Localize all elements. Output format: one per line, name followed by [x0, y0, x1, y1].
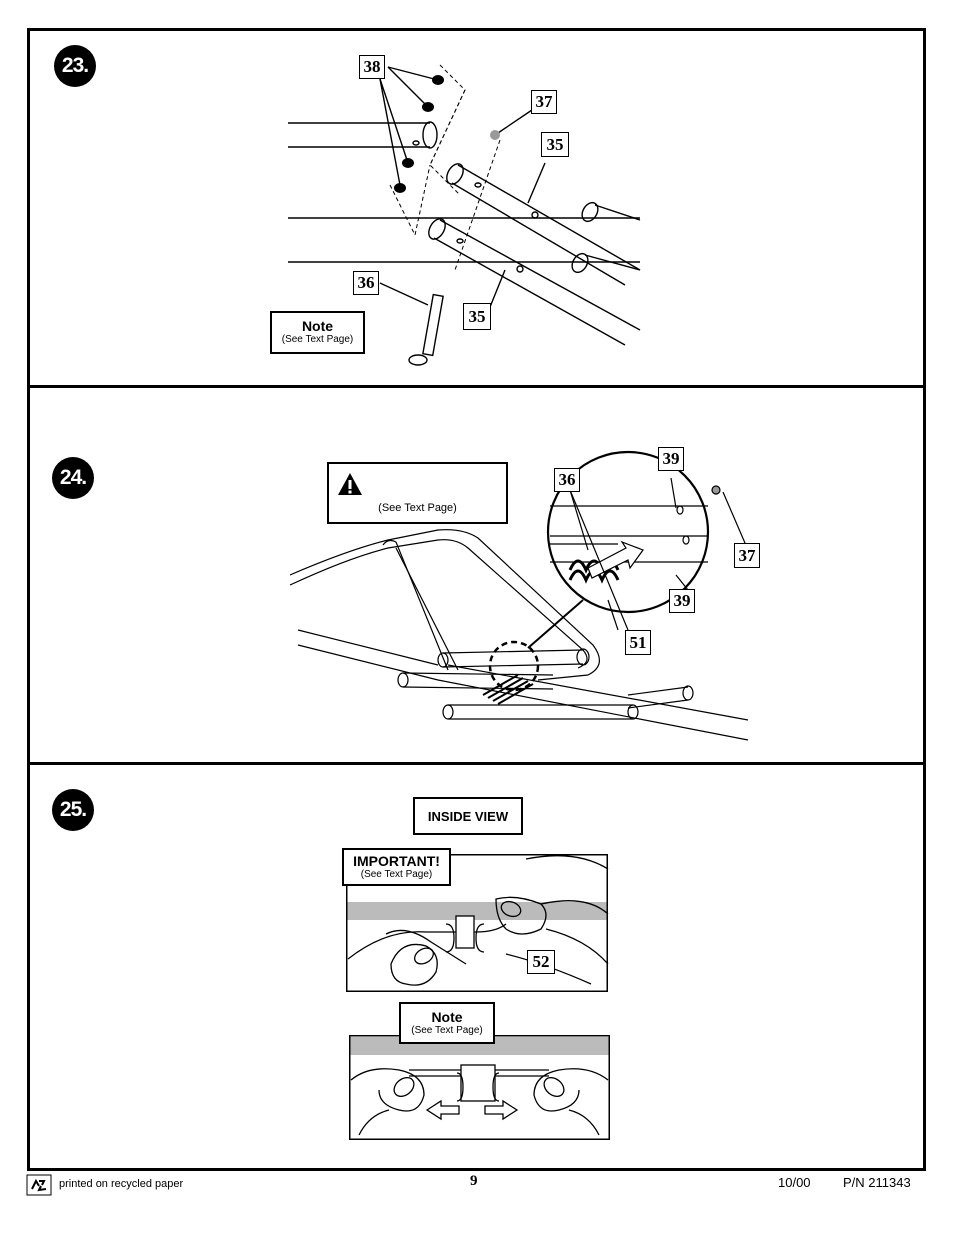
part-number: P/N 211343 [843, 1175, 911, 1190]
step-24-warning-box: (See Text Page) [327, 462, 508, 524]
important-box: IMPORTANT! (See Text Page) [342, 848, 451, 886]
step-23-badge: 23. [54, 45, 96, 87]
step-24-illustration [289, 450, 749, 741]
warning-subtitle: (See Text Page) [378, 502, 457, 514]
callout-37: 37 [531, 90, 557, 114]
section-divider-1 [27, 385, 926, 388]
callout-36: 36 [353, 271, 379, 295]
inside-view-label: INSIDE VIEW [413, 797, 523, 835]
callout-38: 38 [359, 55, 385, 79]
page-number: 9 [470, 1173, 478, 1189]
callout-36: 36 [554, 468, 580, 492]
left-right-arrows-icon [425, 1099, 519, 1121]
important-subtitle: (See Text Page) [360, 868, 433, 880]
step-25-badge: 25. [52, 789, 94, 831]
step-23-note-box: Note (See Text Page) [270, 311, 365, 354]
step-25-note-box: Note (See Text Page) [399, 1002, 495, 1044]
important-title: IMPORTANT! [353, 852, 440, 869]
recycle-icon [26, 1174, 52, 1196]
note-title: Note [431, 1008, 463, 1025]
callout-39-upper: 39 [658, 447, 684, 471]
callout-52: 52 [527, 950, 555, 974]
page-frame [27, 28, 926, 1171]
callout-51: 51 [625, 630, 651, 655]
note-subtitle: (See Text Page) [281, 334, 354, 345]
step-25-detail-1 [346, 854, 609, 992]
inside-view-text: INSIDE VIEW [427, 808, 509, 824]
recycled-paper-text: printed on recycled paper [59, 1178, 184, 1190]
callout-35-upper: 35 [541, 132, 569, 157]
step-25-detail-2 [349, 1035, 610, 1140]
date-code: 10/00 [778, 1175, 811, 1190]
step-23-illustration [288, 64, 641, 366]
callout-37: 37 [734, 543, 760, 568]
section-divider-2 [27, 762, 926, 765]
warning-triangle-icon [338, 473, 362, 495]
step-24-badge: 24. [52, 457, 94, 499]
note-subtitle: (See Text Page) [411, 1024, 483, 1036]
callout-39-lower: 39 [669, 589, 695, 613]
note-title: Note [301, 318, 334, 334]
callout-35-lower: 35 [463, 303, 491, 330]
